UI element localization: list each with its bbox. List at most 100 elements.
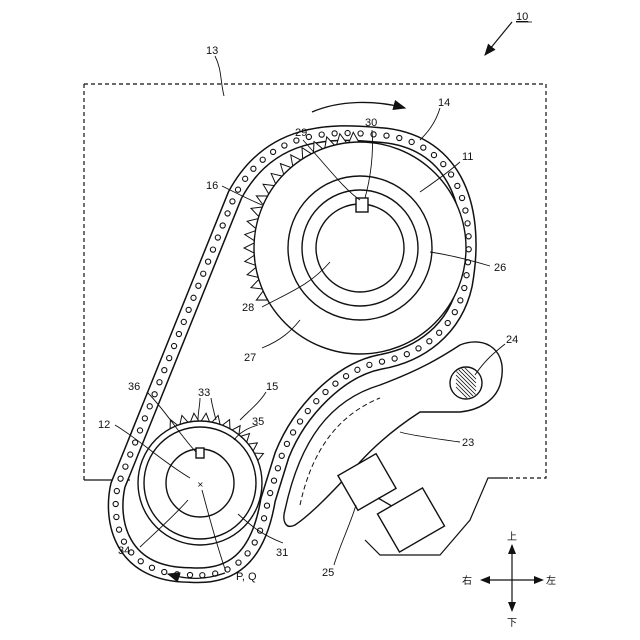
chain-link-pin bbox=[220, 223, 225, 228]
chain-link-pin bbox=[392, 356, 397, 361]
direction-down-label: 下 bbox=[507, 618, 517, 629]
chain-link-pin bbox=[371, 132, 376, 137]
chain-link-pin bbox=[345, 130, 350, 135]
chain-link-pin bbox=[186, 307, 191, 312]
chain-link-pin bbox=[210, 247, 215, 252]
chain-link-pin bbox=[121, 539, 126, 544]
chain-link-pin bbox=[270, 149, 275, 154]
key-30 bbox=[356, 198, 368, 212]
chain-link-pin bbox=[225, 211, 230, 216]
chain-link-pin bbox=[128, 452, 133, 457]
label-36: 36 bbox=[128, 381, 140, 393]
chain-link-pin bbox=[384, 133, 389, 138]
chain-link-pin bbox=[465, 221, 470, 226]
chain-link-pin bbox=[181, 319, 186, 324]
chain-link-pin bbox=[142, 416, 147, 421]
chain-link-pin bbox=[343, 374, 348, 379]
chain-link-pin bbox=[261, 516, 266, 521]
key-36 bbox=[196, 448, 204, 458]
rotation-arrow-top bbox=[312, 102, 405, 112]
crank-center-mark: × bbox=[197, 480, 204, 489]
label-axis-pq: P, Q bbox=[236, 571, 257, 583]
direction-right-label: 右 bbox=[462, 574, 472, 587]
tensioner-lever bbox=[284, 342, 502, 526]
direction-up-label: 上 bbox=[507, 531, 517, 543]
label-chain-left: 16 bbox=[206, 180, 218, 192]
label-chain-top: 14 bbox=[438, 97, 450, 109]
chain-link-pin bbox=[416, 346, 421, 351]
chain-link-pin bbox=[215, 235, 220, 240]
chain-link-pin bbox=[437, 330, 442, 335]
chain-link-pin bbox=[355, 367, 360, 372]
chain-link-pin bbox=[305, 408, 310, 413]
chain-link-pin bbox=[235, 187, 240, 192]
label-gear-15: 15 bbox=[266, 381, 278, 393]
label-35: 35 bbox=[252, 416, 264, 428]
chain-link-pin bbox=[118, 476, 123, 481]
chain-link-pin bbox=[452, 310, 457, 315]
chain-link-pin bbox=[191, 295, 196, 300]
chain-link-pin bbox=[264, 503, 269, 508]
label-fig-ref: 10 bbox=[516, 11, 528, 23]
label-teeth-33: 33 bbox=[198, 387, 210, 399]
chain-link-pin bbox=[464, 273, 469, 278]
chain-link-pin bbox=[167, 356, 172, 361]
chain-link-pin bbox=[319, 132, 324, 137]
chain-link-pin bbox=[137, 428, 142, 433]
chain-link-pin bbox=[314, 399, 319, 404]
chain-link-pin bbox=[138, 559, 143, 564]
chain-link-pin bbox=[196, 283, 201, 288]
actuator bbox=[338, 454, 445, 552]
chain-link-pin bbox=[455, 183, 460, 188]
chain-link-pin bbox=[290, 430, 295, 435]
chain-link-pin bbox=[114, 488, 119, 493]
chain-link-pin bbox=[201, 271, 206, 276]
chain-link-pin bbox=[279, 453, 284, 458]
chain-link-pin bbox=[297, 419, 302, 424]
chain-link-pin bbox=[282, 143, 287, 148]
chain-link-pin bbox=[323, 389, 328, 394]
chain-link-pin bbox=[252, 540, 257, 545]
chain-link-pin bbox=[251, 166, 256, 171]
label-pivot-24: 24 bbox=[506, 334, 518, 346]
chain-link-pin bbox=[243, 176, 248, 181]
label-bore-28: 28 bbox=[242, 302, 254, 314]
chain-link-pin bbox=[449, 172, 454, 177]
chain-link-pin bbox=[187, 572, 192, 577]
chain-link-pin bbox=[284, 441, 289, 446]
chain-link-pin bbox=[463, 208, 468, 213]
chain-link-pin bbox=[332, 131, 337, 136]
label-key-30: 30 bbox=[365, 117, 377, 129]
label-pin-29: 29 bbox=[295, 127, 307, 139]
chain-link-pin bbox=[157, 380, 162, 385]
chain-link-pin bbox=[458, 298, 463, 303]
chain-link-pin bbox=[409, 139, 414, 144]
chain-link-pin bbox=[358, 131, 363, 136]
chain-link-pin bbox=[462, 285, 467, 290]
chain-link-pin bbox=[245, 551, 250, 556]
chain-link-pin bbox=[123, 464, 128, 469]
chain-link-pin bbox=[466, 234, 471, 239]
chain-link-pin bbox=[367, 362, 372, 367]
chain-link-pin bbox=[200, 573, 205, 578]
label-hub-31: 31 bbox=[276, 547, 288, 559]
chain-link-pin bbox=[149, 565, 154, 570]
label-crank-sprocket: 12 bbox=[98, 419, 110, 431]
chain-link-pin bbox=[459, 195, 464, 200]
chain-link-pin bbox=[114, 514, 119, 519]
chain-link-pin bbox=[445, 320, 450, 325]
label-hub-26: 26 bbox=[494, 262, 506, 274]
chain-link-pin bbox=[236, 560, 241, 565]
chain-link-pin bbox=[268, 490, 273, 495]
chain-link-pin bbox=[147, 404, 152, 409]
chain-link-pin bbox=[206, 259, 211, 264]
label-lever-23: 23 bbox=[462, 437, 474, 449]
label-housing: 13 bbox=[206, 45, 218, 57]
chain-link-pin bbox=[176, 331, 181, 336]
chain-link-pin bbox=[171, 343, 176, 348]
chain-link-pin bbox=[397, 135, 402, 140]
chain-link-pin bbox=[427, 339, 432, 344]
chain-link-pin bbox=[466, 247, 471, 252]
chain-link-pin bbox=[404, 352, 409, 357]
